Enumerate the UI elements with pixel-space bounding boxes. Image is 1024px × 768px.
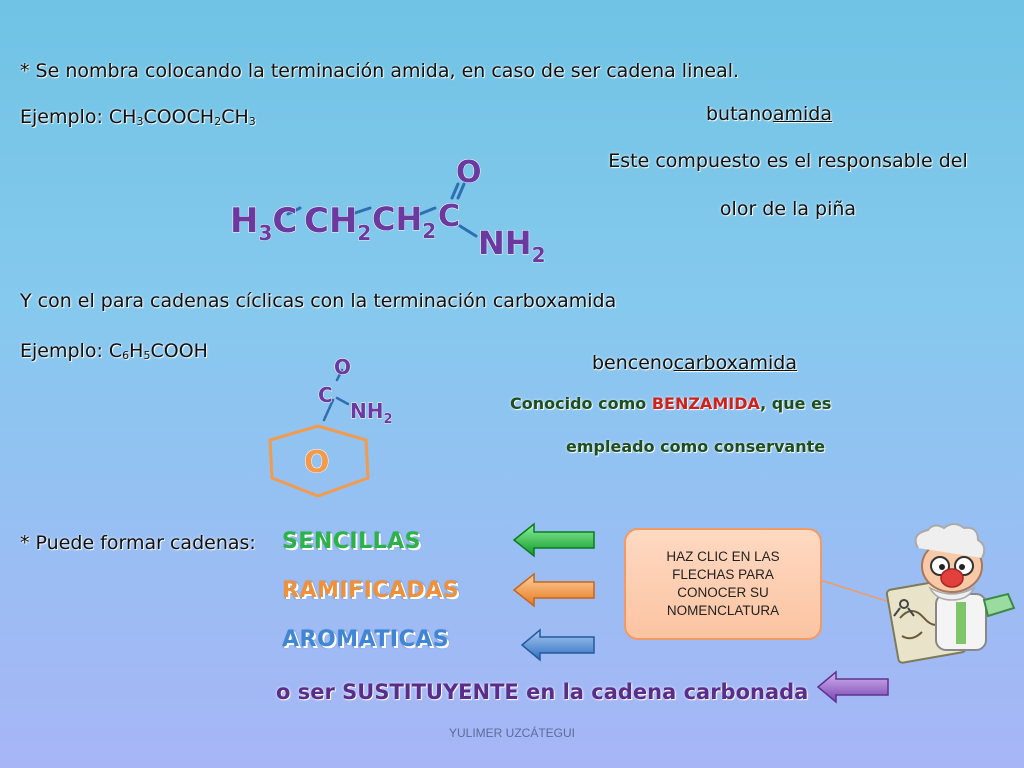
desc-1-line-1: Este compuesto es el responsable del: [608, 150, 968, 172]
callout-pointer: [819, 579, 897, 605]
desc-1-line-2: olor de la piña: [719, 198, 857, 220]
arrow-left-icon-orange[interactable]: [512, 572, 596, 608]
scientist-icon: [885, 523, 1016, 664]
group-nh2-2: NH2: [350, 399, 393, 427]
group-ch2-a: CH2: [304, 201, 371, 245]
bond-c-o-2: [456, 182, 466, 200]
rule-linear-amide: * Se nombra colocando la terminación ami…: [20, 60, 740, 82]
name-bencenocarboxamida: bencenocarboxamida: [592, 352, 797, 374]
bond-c-n: [335, 396, 350, 406]
arrow-left-icon-blue[interactable]: [520, 628, 596, 662]
author-footer: YULIMER UZCÁTEGUI: [448, 726, 575, 740]
chain-ramificadas: RAMIFICADAS: [282, 578, 460, 603]
desc-2-line-1: Conocido como BENZAMIDA, que es: [510, 394, 832, 413]
bond-c-o-1: [450, 182, 460, 200]
chain-aromaticas: AROMATICAS: [282, 627, 450, 652]
example-1: Ejemplo: CH3COOCH2CH3: [20, 106, 256, 128]
highlight-benzamida: BENZAMIDA: [651, 394, 761, 413]
desc-2-line-2: empleado como conservante: [566, 437, 826, 456]
bond-2: [350, 206, 372, 216]
name-butanoamida: butanoamida: [706, 103, 833, 125]
bond-c-o: [335, 368, 344, 382]
bond-c-ring: [322, 398, 335, 422]
bond-3: [418, 206, 437, 216]
example-2-formula: C6H5COOH: [108, 340, 208, 362]
group-c: C: [438, 199, 460, 234]
benzene-ring: [268, 424, 370, 498]
group-c-2: C: [318, 383, 333, 407]
butanamide-structure: H3C CH2 CH2 C O NH2: [230, 155, 546, 268]
example-2-label: Ejemplo:: [20, 340, 109, 362]
example-1-label: Ejemplo:: [20, 106, 109, 128]
group-o: O: [456, 155, 482, 190]
chain-sencillas: SENCILLAS: [282, 529, 422, 554]
ring-aromatic-circle: O: [304, 445, 330, 480]
arrow-left-icon-green[interactable]: [512, 522, 596, 558]
example-1-formula: CH3COOCH2CH3: [108, 106, 256, 128]
group-nh2: NH2: [478, 224, 545, 267]
group-o-2: O: [334, 355, 351, 379]
rule-chain-types: * Puede formar cadenas:: [20, 532, 256, 554]
example-2: Ejemplo: C6H5COOH: [20, 340, 208, 362]
group-h3c: H3C: [230, 201, 297, 245]
arrow-left-icon-purple[interactable]: [816, 670, 890, 704]
group-ch2-b: CH2: [372, 200, 436, 243]
bond-c-n: [458, 224, 478, 238]
bond-1: [286, 206, 302, 216]
benzamide-structure: O C NH2 O: [268, 355, 393, 498]
substituent-line: o ser SUSTITUYENTE en la cadena carbonad…: [276, 680, 809, 704]
instruction-callout: HAZ CLIC EN LAS FLECHAS PARA CONOCER SU …: [624, 528, 822, 640]
rule-cyclic-carboxamide: Y con el para cadenas cíclicas con la te…: [20, 290, 617, 312]
